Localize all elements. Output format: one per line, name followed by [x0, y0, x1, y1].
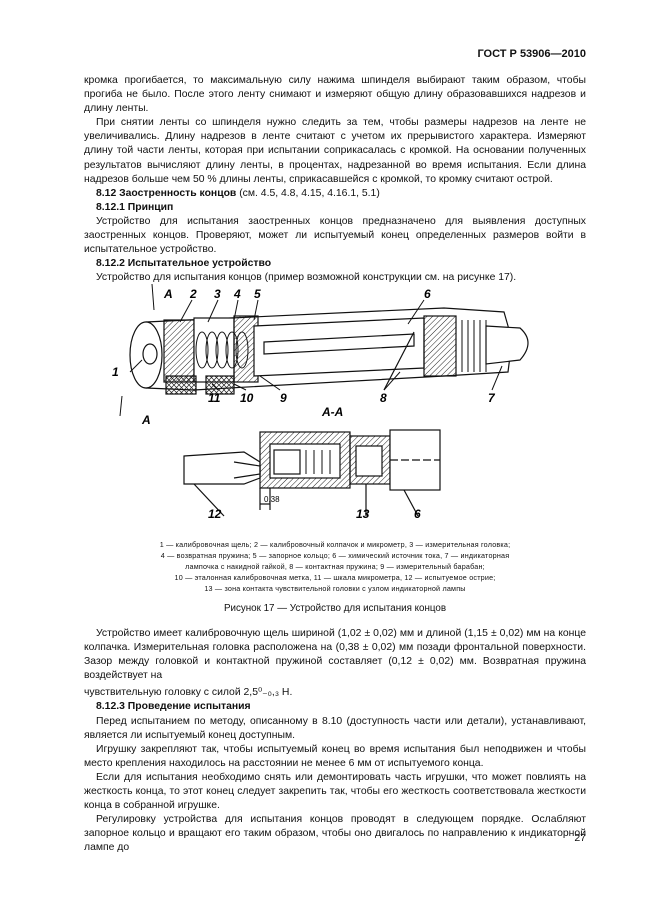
- body-text-top: кромка прогибается, то максимальную силу…: [84, 74, 586, 285]
- label-section: А-А: [321, 405, 343, 419]
- paragraph: Регулировку устройства для испытания кон…: [84, 814, 586, 854]
- body-text-bottom: Устройство имеет калибровочную щель шири…: [84, 627, 586, 856]
- label-1: 1: [112, 365, 119, 379]
- label-4: 4: [233, 287, 241, 301]
- legend-line: 10 — эталонная калибровочная метка, 11 —…: [174, 573, 496, 582]
- label-10: 10: [240, 391, 254, 405]
- paragraph: Устройство для испытания концов (пример …: [96, 272, 517, 284]
- legend-line: 1 — калибровочная щель; 2 — калибровочны…: [159, 540, 511, 549]
- legend-line: 13 — зона контакта чувствительной головк…: [204, 584, 466, 593]
- figure-17-drawing: А 2 3 4 5 6 1 11 10 9 8 7 А А-А 0,38 12: [112, 283, 529, 520]
- label-6-section: 6: [414, 507, 421, 520]
- paragraph: кромка прогибается, то максимальную силу…: [84, 75, 586, 115]
- label-A-bottom: А: [141, 413, 151, 427]
- device-isometric: [129, 307, 529, 395]
- paragraph: чувствительную головку с силой 2,5⁰₋₀,₃ …: [84, 687, 293, 699]
- paragraph: Устройство для испытания заостренных кон…: [84, 215, 586, 256]
- leader-lines: [119, 283, 503, 417]
- label-13: 13: [356, 507, 370, 520]
- page-number: 27: [574, 832, 586, 844]
- label-7: 7: [488, 391, 496, 405]
- label-5: 5: [254, 287, 261, 301]
- legend-line: 4 — возвратная пружина; 5 — запорное кол…: [160, 551, 510, 560]
- label-9: 9: [280, 391, 287, 405]
- section-heading: 8.12.3 Проведение испытания: [96, 701, 251, 713]
- label-A-top: А: [163, 287, 173, 301]
- paragraph: Игрушку закрепляют так, чтобы испытуемый…: [84, 743, 586, 769]
- figure-caption: Рисунок 17 — Устройство для испытания ко…: [223, 603, 447, 614]
- section-refs: (см. 4.5, 4.8, 4.15, 4.16.1, 5.1): [236, 187, 380, 199]
- figure-legend: 1 — калибровочная щель; 2 — калибровочны…: [84, 539, 586, 594]
- label-3: 3: [214, 287, 221, 301]
- label-8: 8: [380, 391, 387, 405]
- section-title: 8.12 Заостренность концов: [96, 187, 237, 199]
- callout-labels: А 2 3 4 5 6 1 11 10 9 8 7 А А-А: [112, 287, 496, 427]
- legend-line: лампочка с накидной гайкой, 8 — контактн…: [185, 562, 485, 571]
- paragraph: Устройство имеет калибровочную щель шири…: [84, 628, 586, 682]
- label-6: 6: [424, 287, 431, 301]
- section-view: [183, 429, 441, 517]
- label-12: 12: [208, 507, 222, 520]
- section-heading: 8.12.1 Принцип: [96, 201, 174, 213]
- document-header: ГОСТ Р 53906—2010: [477, 48, 586, 60]
- paragraph: Перед испытанием по методу, описанному в…: [84, 715, 586, 741]
- label-11: 11: [208, 391, 221, 405]
- paragraph: Если для испытания необходимо снять или …: [84, 771, 586, 812]
- dim-label: 0,38: [264, 495, 280, 504]
- section-heading: 8.12 Заостренность концов (см. 4.5, 4.8,…: [84, 187, 586, 201]
- section-heading: 8.12.2 Испытательное устройство: [96, 258, 272, 270]
- paragraph: При снятии ленты со шпинделя нужно следи…: [84, 117, 586, 185]
- section-labels: 0,38 12 13 6: [208, 495, 421, 520]
- label-2: 2: [189, 287, 197, 301]
